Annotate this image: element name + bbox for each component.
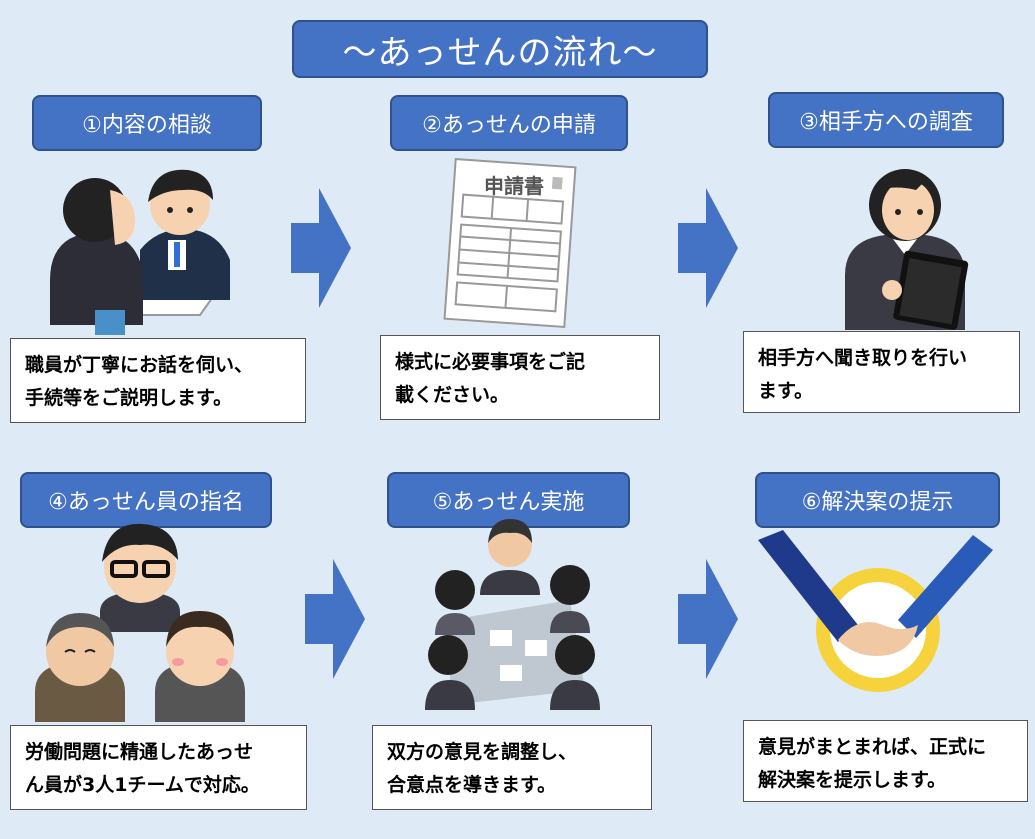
mediators-illustration bbox=[35, 523, 245, 722]
step-5-description: 双方の意見を調整し、 合意点を導きます。 bbox=[372, 725, 652, 810]
step-5-label: ⑤あっせん実施 bbox=[387, 472, 630, 528]
step-4-label: ④あっせん員の指名 bbox=[20, 472, 272, 528]
consultation-illustration bbox=[50, 169, 230, 335]
step-2-description: 様式に必要事項をご記 載ください。 bbox=[380, 335, 660, 420]
step-3-label: ③相手方への調査 bbox=[768, 92, 1004, 148]
arrow-right-icon bbox=[678, 188, 738, 308]
handshake-illustration bbox=[758, 530, 993, 692]
step-6-label: ⑥解決案の提示 bbox=[755, 472, 1000, 528]
application-form-illustration bbox=[443, 158, 577, 329]
arrow-right-icon bbox=[291, 188, 351, 308]
step-6-description: 意見がまとまれば、正式に 解決案を提示します。 bbox=[743, 720, 1028, 802]
step-1-label: ①内容の相談 bbox=[32, 95, 262, 151]
meeting-illustration bbox=[425, 519, 600, 710]
step-3-description: 相手方へ聞き取りを行い ます。 bbox=[743, 331, 1020, 413]
investigator-illustration bbox=[845, 169, 969, 330]
step-1-description: 職員が丁寧にお話を伺い、 手続等をご説明します。 bbox=[10, 338, 306, 423]
page-title: ～あっせんの流れ～ bbox=[292, 20, 708, 78]
form-heading: 申請書 bbox=[484, 174, 544, 198]
step-2-label: ②あっせんの申請 bbox=[390, 95, 628, 151]
step-4-description: 労働問題に精通したあっせ ん員が3人1チームで対応。 bbox=[10, 725, 307, 810]
arrow-right-icon bbox=[678, 559, 738, 679]
arrow-right-icon bbox=[305, 559, 365, 679]
